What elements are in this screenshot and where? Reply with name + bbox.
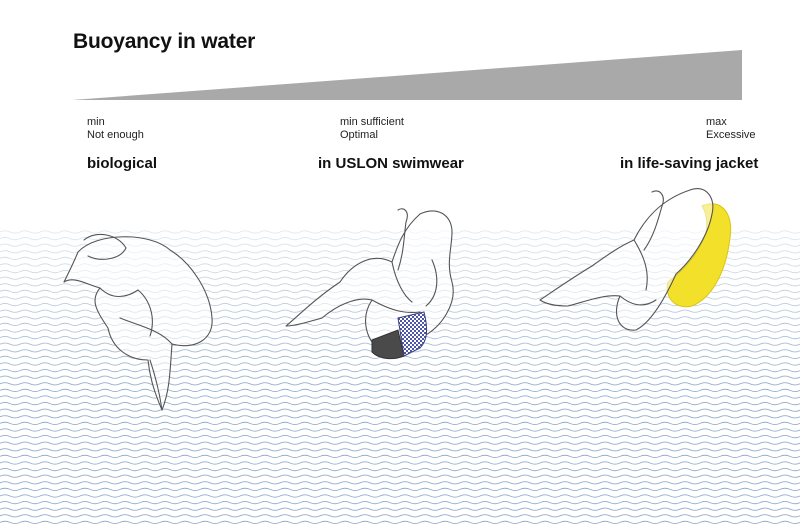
wave-line bbox=[0, 468, 800, 472]
buoyancy-wedge bbox=[72, 50, 742, 100]
category-biological: biological bbox=[87, 155, 158, 172]
level-column-biological: min Not enough biological bbox=[87, 116, 157, 172]
level-column-swimwear: min sufficient Optimal in USLON swimwear bbox=[318, 116, 464, 172]
swim-shorts-patterned bbox=[397, 311, 428, 357]
wave-line bbox=[0, 461, 800, 465]
wave-line bbox=[0, 474, 800, 478]
wave-line bbox=[0, 448, 800, 452]
wave-line bbox=[0, 415, 800, 419]
wave-line bbox=[0, 382, 800, 386]
level-max: max bbox=[706, 116, 727, 128]
wave-line bbox=[0, 507, 800, 511]
wave-line bbox=[0, 514, 800, 518]
wave-line bbox=[0, 441, 800, 445]
wave-line bbox=[0, 454, 800, 458]
category-uslon-swimwear: in USLON swimwear bbox=[318, 155, 464, 172]
level-label-not-enough: Not enough bbox=[87, 129, 144, 141]
wave-line bbox=[0, 369, 800, 373]
wave-line bbox=[0, 402, 800, 406]
wave-line bbox=[0, 388, 800, 392]
level-label-excessive: Excessive bbox=[706, 129, 756, 141]
wave-line bbox=[0, 421, 800, 425]
wave-line bbox=[0, 520, 800, 524]
wave-line bbox=[0, 435, 800, 439]
wave-line bbox=[0, 362, 800, 366]
wave-line bbox=[0, 481, 800, 485]
level-min: min bbox=[87, 116, 105, 128]
level-column-jacket: max Excessive in life-saving jacket bbox=[620, 116, 758, 172]
wave-line bbox=[0, 395, 800, 399]
wave-line bbox=[0, 487, 800, 491]
wave-line bbox=[0, 375, 800, 379]
category-life-saving-jacket: in life-saving jacket bbox=[620, 155, 759, 172]
figure-life-jacket bbox=[539, 188, 714, 331]
diagram-title: Buoyancy in water bbox=[73, 30, 256, 53]
wave-line bbox=[0, 501, 800, 505]
wave-line bbox=[0, 408, 800, 412]
wave-line bbox=[0, 494, 800, 498]
buoyancy-ramp bbox=[72, 50, 742, 100]
wave-line bbox=[0, 428, 800, 432]
level-min-sufficient: min sufficient bbox=[340, 116, 404, 128]
figure-biological bbox=[63, 233, 213, 411]
figure-uslon-swimwear bbox=[285, 208, 454, 351]
level-label-optimal: Optimal bbox=[340, 129, 378, 141]
